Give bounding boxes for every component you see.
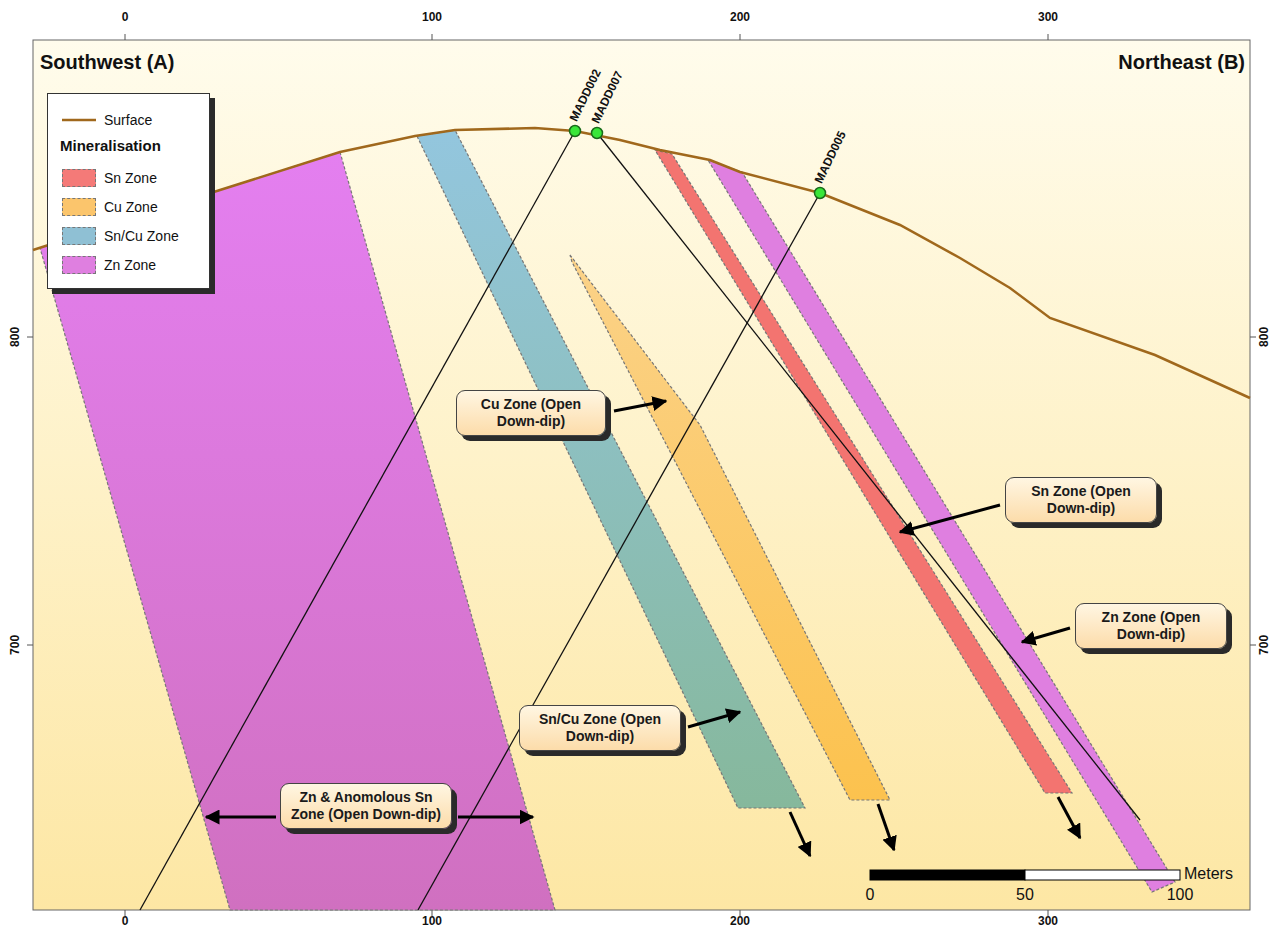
callout-box: Cu Zone (Open Down-dip): [456, 390, 606, 436]
scale-label: 50: [1016, 886, 1034, 904]
axis-label: 0: [122, 915, 129, 929]
callout-text: Sn/Cu Zone (Open Down-dip): [528, 711, 672, 745]
section-frame: [33, 40, 1250, 910]
legend-heading: Mineralisation: [60, 137, 161, 154]
legend-text: Cu Zone: [104, 199, 158, 215]
callout-text: Cu Zone (Open Down-dip): [465, 396, 597, 430]
surface-line: [33, 128, 1250, 398]
axis-label: 300: [1038, 915, 1058, 929]
callout-box: Zn Zone (Open Down-dip): [1075, 603, 1227, 649]
legend-text: Sn Zone: [104, 170, 157, 186]
callout-text: Sn Zone (Open Down-dip): [1014, 483, 1148, 517]
callout-arrows: [206, 401, 1080, 856]
drill-collars: [570, 126, 826, 199]
legend-text: Zn Zone: [104, 257, 156, 273]
legend-line-sample: [62, 115, 96, 125]
legend-swatch: [62, 198, 96, 216]
callout-text: Zn & Anomolous Sn Zone (Open Down-dip): [289, 789, 443, 823]
scale-bar: [870, 870, 1180, 880]
direction-label: Southwest (A): [40, 51, 174, 74]
drill-holes: [140, 131, 1140, 910]
callout-box: Sn/Cu Zone (Open Down-dip): [519, 705, 681, 751]
axis-label: 800: [9, 327, 23, 347]
axis-label: 200: [730, 11, 750, 25]
axis-label: 0: [122, 11, 129, 25]
callout-box: Sn Zone (Open Down-dip): [1005, 477, 1157, 523]
legend-swatch: [62, 169, 96, 187]
axis-label: 100: [422, 11, 442, 25]
scale-label: 0: [866, 886, 875, 904]
scale-label: 100: [1167, 886, 1194, 904]
scale-label: Meters: [1184, 865, 1233, 883]
axis-label: 700: [9, 635, 23, 655]
zn-anomalous-sn-zone: [40, 152, 555, 910]
direction-label: Northeast (B): [1118, 51, 1245, 74]
axis-ticks: [27, 34, 1256, 916]
callout-box: Zn & Anomolous Sn Zone (Open Down-dip): [280, 783, 452, 829]
zn-zone: [708, 160, 1175, 892]
axis-label: 100: [422, 915, 442, 929]
legend-text: Surface: [104, 112, 152, 128]
legend-swatch: [62, 256, 96, 274]
sn-cu-zone: [417, 130, 805, 808]
axis-label: 700: [1258, 635, 1272, 655]
sn-zone: [655, 150, 1072, 793]
legend-swatch: [62, 227, 96, 245]
axis-label: 800: [1258, 327, 1272, 347]
legend-text: Sn/Cu Zone: [104, 228, 179, 244]
axis-label: 300: [1038, 11, 1058, 25]
callout-text: Zn Zone (Open Down-dip): [1084, 609, 1218, 643]
axis-label: 200: [730, 915, 750, 929]
mineral-zones: [40, 130, 1175, 910]
